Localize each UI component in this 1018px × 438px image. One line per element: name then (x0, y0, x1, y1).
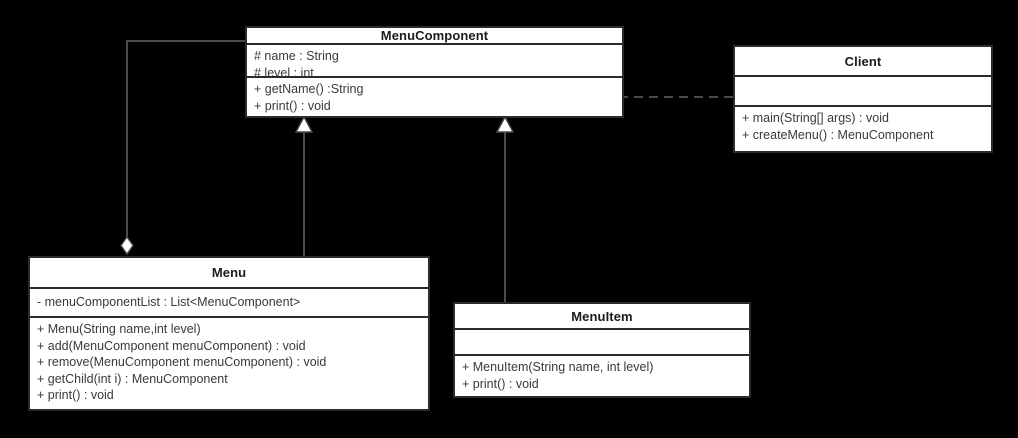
operation-item: + getName() :String (254, 82, 364, 96)
attribute-item: # name : String (254, 49, 339, 63)
operation-item: + print() : void (37, 388, 114, 402)
operation-item: + Menu(String name,int level) (37, 322, 201, 336)
operation-item: + MenuItem(String name, int level) (462, 360, 654, 374)
class-title-client: Client (844, 53, 882, 69)
hollow-triangle-marker-menu (294, 115, 314, 133)
attributes-compartment-menu: - menuComponentList : List<MenuComponent… (30, 287, 428, 316)
class-title-menu-item: MenuItem (571, 308, 633, 324)
operations-compartment-client: + main(String[] args) : void + createMen… (735, 105, 991, 151)
hollow-diamond-marker (120, 235, 134, 256)
operation-item: + remove(MenuComponent menuComponent) : … (37, 355, 327, 369)
generalization-menuitem-menucomponent (495, 115, 515, 302)
operations-compartment-menu: + Menu(String name,int level) + add(Menu… (30, 316, 428, 409)
attributes-compartment-menu-component: # name : String # level : int (247, 43, 622, 80)
class-title-menu-component: MenuComponent (380, 28, 489, 43)
operations-compartment-menu-component: + getName() :String + print() : void (247, 76, 622, 118)
generalization-menu-menucomponent (294, 115, 314, 256)
operation-item: + createMenu() : MenuComponent (742, 127, 934, 142)
attribute-item: - menuComponentList : List<MenuComponent… (37, 294, 301, 309)
operation-item: + print() : void (254, 98, 331, 113)
attributes-compartment-client (735, 75, 991, 105)
aggregation-line (126, 40, 245, 239)
class-box-menu[interactable]: Menu - menuComponentList : List<MenuComp… (28, 256, 430, 411)
operation-item: + getChild(int i) : MenuComponent (37, 371, 228, 386)
class-title-menu: Menu (211, 265, 247, 280)
attributes-compartment-menu-item (455, 328, 749, 354)
hollow-triangle-marker-menuitem (495, 115, 515, 133)
operation-item: + print() : void (462, 376, 539, 391)
operations-compartment-menu-item: + MenuItem(String name, int level) + pri… (455, 354, 749, 396)
operation-item: + add(MenuComponent menuComponent) : voi… (37, 338, 306, 353)
aggregation-menu-menucomponent (120, 40, 245, 256)
class-box-menu-item[interactable]: MenuItem + MenuItem(String name, int lev… (453, 302, 751, 398)
class-box-client[interactable]: Client + main(String[] args) : void + cr… (733, 45, 993, 153)
class-box-menu-component[interactable]: MenuComponent # name : String # level : … (245, 26, 624, 118)
operation-item: + main(String[] args) : void (742, 111, 889, 125)
